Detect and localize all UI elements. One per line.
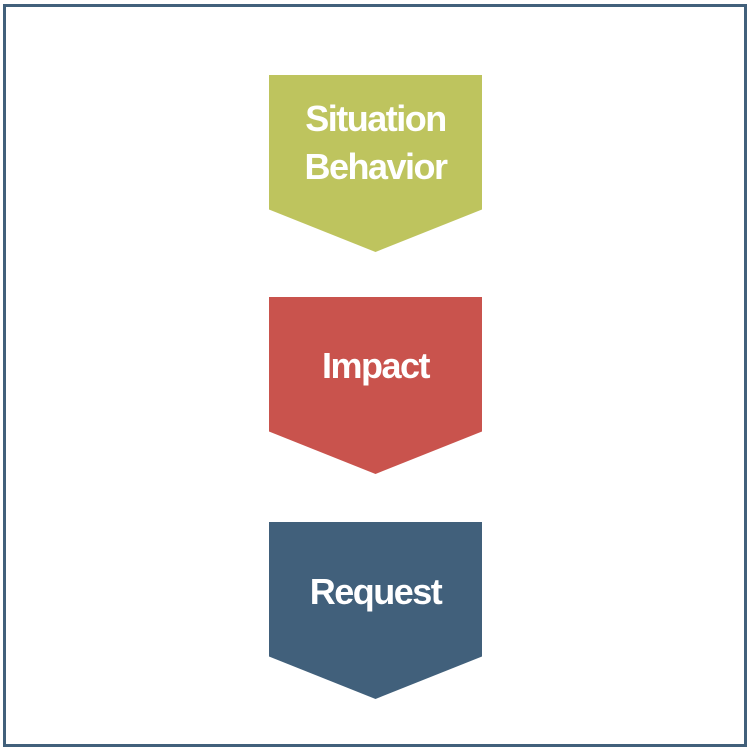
step-chevron-request: Request [269, 522, 482, 699]
step-chevron-situation-behavior: Situation Behavior [269, 75, 482, 252]
step-label-situation: Situation [305, 98, 447, 139]
step-chevron-impact: Impact [269, 297, 482, 474]
step-label-impact: Impact [321, 345, 431, 386]
step-label-request: Request [309, 571, 443, 612]
step-label-behavior: Behavior [304, 146, 448, 187]
